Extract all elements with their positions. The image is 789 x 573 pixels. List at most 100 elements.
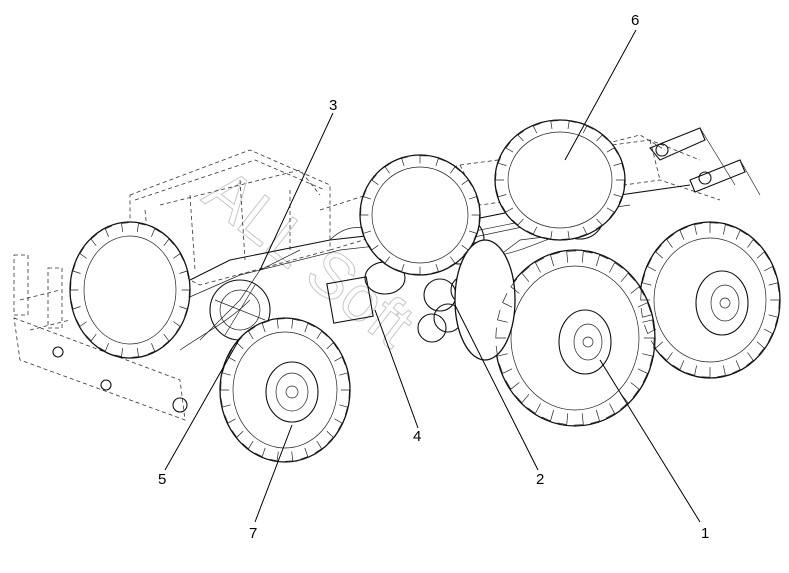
tread-lug — [637, 302, 652, 313]
tread-lug — [173, 253, 184, 261]
tread-lug — [136, 222, 146, 233]
tread-lug — [515, 393, 530, 404]
tread-lug — [114, 347, 124, 358]
tread-lug — [567, 120, 577, 129]
callout-6: 6 — [631, 12, 639, 29]
leader-6 — [564, 29, 637, 161]
leader-1 — [599, 359, 701, 523]
tread-lug — [643, 337, 655, 349]
tread-lug — [596, 134, 608, 142]
tire-rear-right-near — [639, 221, 781, 379]
tread-lug — [371, 174, 379, 185]
tread-lug — [735, 229, 748, 240]
tread-lug — [630, 286, 645, 296]
tread-lug — [314, 440, 323, 454]
tread-lug — [496, 189, 507, 198]
tread-lug — [497, 156, 507, 166]
tread-lug — [495, 345, 508, 357]
tread-lug — [468, 196, 479, 204]
tread-lug — [394, 263, 405, 272]
leader-5 — [164, 337, 241, 471]
tread-lug — [435, 158, 446, 167]
tread-lug — [637, 368, 648, 383]
tread-lug — [104, 225, 113, 237]
tread-lug — [179, 270, 189, 279]
tread-lug — [379, 256, 390, 264]
tread-lug — [672, 360, 685, 371]
tread-lug — [340, 389, 350, 399]
tread-lug — [269, 451, 279, 462]
tread-lug — [247, 326, 256, 340]
tread-lug — [620, 272, 635, 283]
tread-lug — [316, 330, 328, 340]
leader-4 — [374, 309, 419, 429]
tread-lug — [582, 125, 594, 134]
tread-lug — [121, 222, 129, 233]
tread-lug — [72, 263, 81, 274]
tread-lug — [630, 382, 640, 398]
tread-lug — [642, 319, 655, 331]
tread-lug — [768, 314, 779, 327]
tread-lug — [655, 244, 664, 259]
tread-lug — [147, 343, 156, 355]
tread-lug — [326, 342, 339, 350]
callout-labels: 1 2 3 4 5 6 7 — [158, 12, 709, 542]
tread-lug — [732, 360, 741, 374]
tread-lug — [276, 318, 285, 329]
tread-lug — [361, 226, 372, 234]
tread-lug — [717, 365, 726, 378]
callout-1: 1 — [701, 525, 709, 542]
tire-front-far — [69, 221, 191, 359]
tread-lug — [543, 231, 553, 240]
tread-lug — [384, 162, 392, 174]
leader-lines — [164, 29, 701, 523]
tread-lug — [497, 309, 508, 323]
tread-lug — [595, 254, 609, 267]
tread-lug — [261, 320, 270, 333]
tread-lug — [566, 250, 577, 263]
tread-lug — [747, 239, 760, 248]
tread-lug — [573, 413, 584, 426]
tread-lug — [521, 266, 530, 283]
tread-lug — [334, 418, 343, 431]
tire-tread-lugs — [70, 120, 780, 462]
tread-lug — [768, 282, 780, 293]
tread-lug — [605, 403, 616, 419]
tread-lug — [285, 451, 294, 462]
leader-7 — [254, 424, 293, 523]
tread-lug — [660, 352, 673, 361]
tread-lug — [606, 147, 619, 155]
tread-lug — [162, 333, 170, 347]
tread-lug — [647, 258, 656, 272]
tread-lug — [557, 413, 569, 426]
tread-lug — [227, 349, 236, 362]
tread-lug — [431, 263, 439, 274]
tread-lug — [401, 156, 409, 167]
tread-lug — [527, 403, 541, 414]
tread-lug — [339, 372, 350, 382]
tread-lug — [502, 293, 513, 308]
tread-lug — [746, 352, 754, 366]
tread-lug — [694, 222, 703, 235]
tread-lug — [613, 194, 623, 204]
tread-lug — [291, 318, 301, 329]
tire-rear-left-far — [359, 154, 481, 276]
tread-lug — [764, 328, 773, 342]
callout-4: 4 — [413, 428, 421, 445]
tread-lug — [173, 321, 181, 334]
tread-lug — [163, 238, 175, 247]
tread-lug — [181, 289, 190, 299]
front-hitch — [13, 254, 188, 421]
tread-lug — [79, 246, 87, 259]
tread-lug — [300, 447, 309, 460]
tread-lug — [222, 364, 231, 376]
tread-lug — [510, 278, 520, 294]
tread-lug — [412, 266, 421, 275]
tread-lug — [609, 262, 623, 273]
tread-lug — [606, 207, 615, 219]
tread-lug — [326, 430, 334, 444]
tread-lug — [650, 340, 664, 349]
tread-lug — [590, 409, 600, 424]
tread-lug — [640, 290, 650, 301]
tread-lug — [334, 356, 346, 365]
